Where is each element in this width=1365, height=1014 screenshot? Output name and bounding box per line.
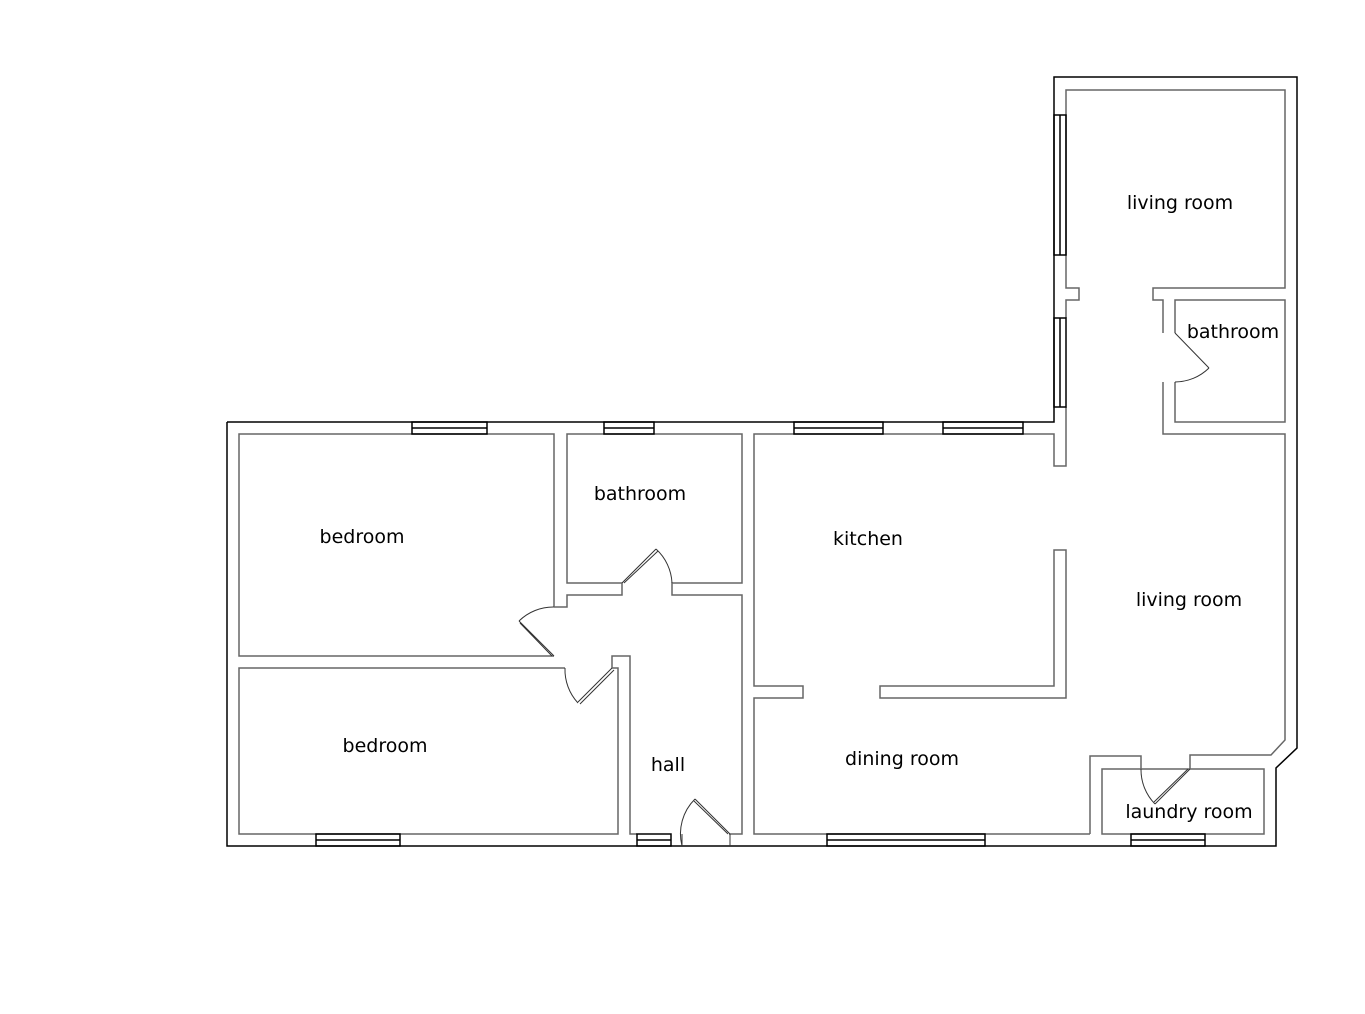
- wall-bathroom-right: [1174, 299, 1286, 423]
- wall-bedroom-top: [238, 433, 555, 657]
- wall-bedroom-bottom: [238, 655, 637, 835]
- outer-wall: [226, 76, 1298, 847]
- room-label-bedroom-top: bedroom: [319, 526, 405, 548]
- room-label-bathroom-right: bathroom: [1186, 321, 1280, 343]
- wall-living-right: [1162, 382, 1286, 769]
- wall-kitchen-living: [753, 407, 1090, 835]
- wall-laundry: [1089, 755, 1142, 834]
- room-label-hall: hall: [650, 754, 686, 776]
- room-label-living-room: living room: [1135, 589, 1243, 611]
- room-label-living-room-top: living room: [1126, 192, 1234, 214]
- room-label-bedroom-bottom: bedroom: [342, 735, 428, 757]
- room-label-kitchen: kitchen: [833, 528, 903, 550]
- kitchen-partition: [879, 549, 1067, 699]
- wall-living-top: [1065, 89, 1286, 333]
- windows: [315, 114, 1206, 847]
- room-label-dining-room: dining room: [845, 748, 959, 770]
- doors: [518, 332, 1210, 847]
- room-label-bathroom-left: bathroom: [593, 483, 687, 505]
- room-label-laundry-room: laundry room: [1125, 801, 1253, 823]
